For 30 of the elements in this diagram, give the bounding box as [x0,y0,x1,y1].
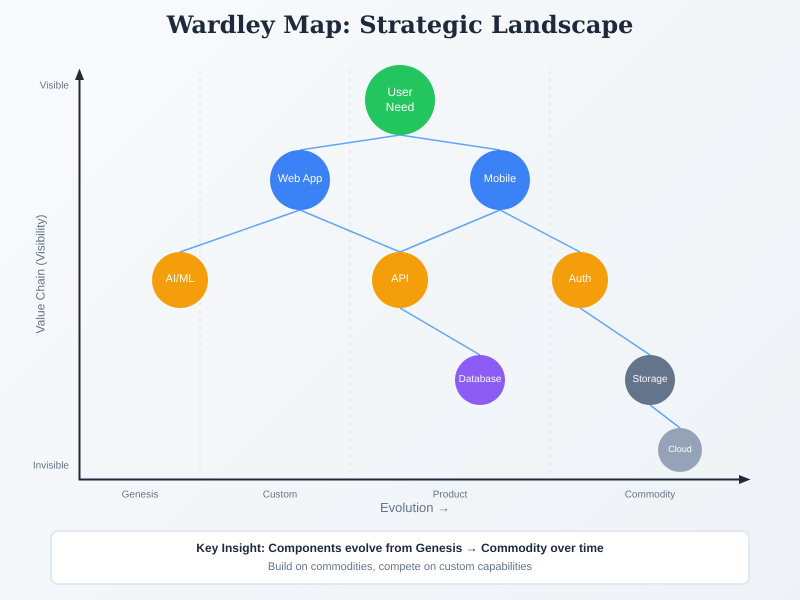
stage-label: Genesis [122,490,158,500]
component-label: Auth [568,273,592,287]
component-label: AI/ML [166,273,194,287]
dependency-line [300,134,400,151]
axis-end-label: Visible [40,80,69,92]
component-label: Database [458,374,502,386]
component-label: Web App [278,173,322,187]
component-label: API [391,273,409,287]
dependency-line [500,209,580,253]
stage-label: Commodity [624,490,676,500]
axis-title: Value Chain (Visibility) [34,214,48,334]
dependency-line [650,404,680,429]
component-label: Mobile [484,173,516,187]
stage-label: Product [432,490,468,500]
insight-panel [50,530,750,585]
dependency-line [180,209,300,253]
dependency-line [400,134,500,151]
dependency-line [580,307,650,356]
axis-title: Evolution → [380,500,450,515]
axis-end-label: Invisible [32,460,69,472]
dependency-line [400,307,480,356]
component-label: User Need [384,85,416,115]
stage-label: Custom [262,490,298,500]
component-label: Cloud [668,444,692,456]
component-label: Storage [632,374,668,386]
insight-note: Build on commodities, compete on custom capabilities [268,560,532,574]
dependency-line [300,209,400,253]
dependency-line [400,209,500,253]
diagram-title: Wardley Map: Strategic Landscape [165,11,634,40]
insight-heading: Key Insight: Components evolve from Genesis → Commodity over time [196,542,604,556]
